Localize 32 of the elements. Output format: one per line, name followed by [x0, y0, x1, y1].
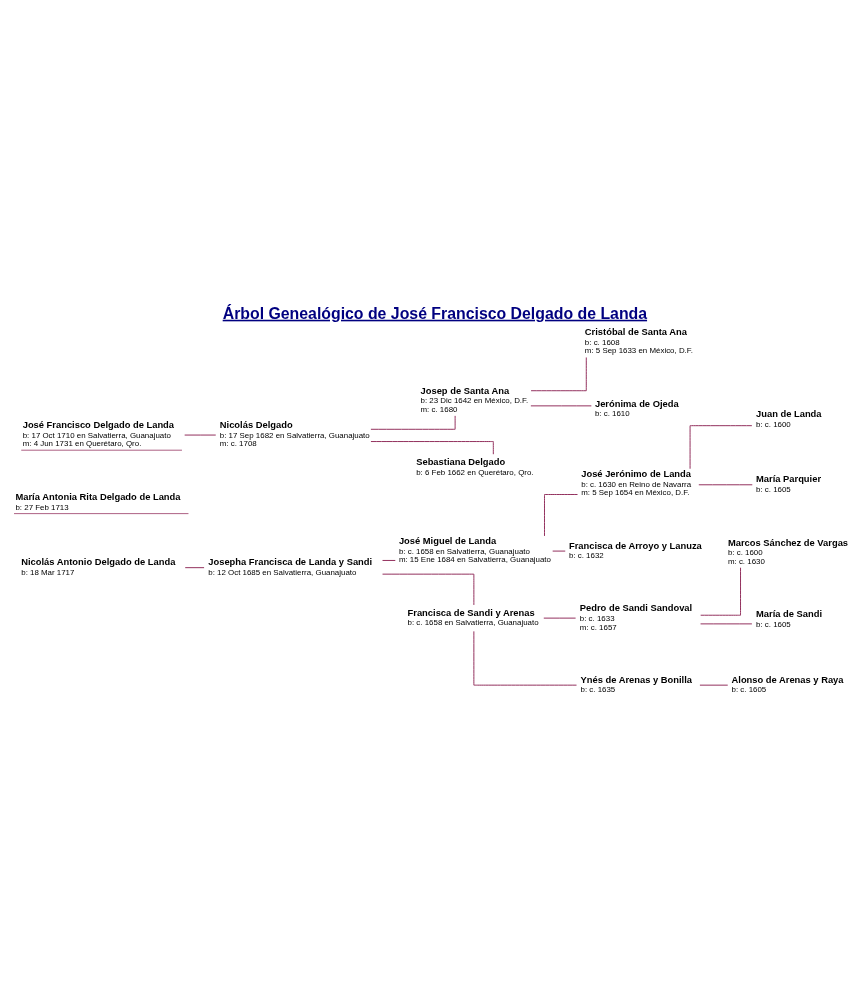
node-text: Nicolás Delgado b: 17 Sep 1682 en Salvatierra, Guanajuato m: c. 1708 — [219, 420, 370, 449]
node-text: José Francisco Delgado de Landa b: 17 Oct 1710 en Salvatierra, Guanajuato m: 4 Jun 1731 en Querétaro, Qro. — [22, 420, 175, 449]
connector — [700, 567, 741, 616]
connector — [382, 573, 475, 606]
node-text: Josepha Francisca de Landa y Sandi b: 12 Oct 1685 en Salvatierra, Guanajuato — [208, 557, 373, 577]
connector — [530, 357, 587, 392]
node-text: Cristóbal de Santa Ana b: c. 1608 m: 5 Sep 1633 en México, D.F. — [584, 327, 693, 356]
node-text: José Miguel de Landa b: c. 1658 en Salvatierra, Guanajuato m: 15 Ene 1684 en Salvatierra, Guanajuato — [398, 536, 551, 565]
connector — [699, 684, 729, 686]
node-text: Alonso de Arenas y Raya b: c. 1605 — [731, 674, 844, 695]
connector — [689, 425, 753, 470]
node-text: Pedro de Sandi Sandoval b: c. 1633 m: c. 1657 — [579, 603, 693, 632]
node-text: Jerónima de Ojeda b: c. 1610 — [594, 398, 679, 419]
node-text: Josep de Santa Ana b: 23 Dic 1642 en México, D.F. m: c. 1680 — [420, 385, 529, 414]
node-text: María de Sandi b: c. 1605 — [756, 608, 823, 629]
connector — [184, 567, 205, 569]
connector — [473, 630, 577, 686]
node-text: Nicolás Antonio Delgado de Landa b: 18 Mar 1717 — [21, 557, 176, 577]
diagram-title: Árbol Genealógico de José Francisco Delgado de Landa — [222, 304, 648, 322]
node-text: Francisca de Arroyo y Lanuza b: c. 1632 — [569, 540, 702, 561]
node-text: Juan de Landa b: c. 1600 — [756, 409, 822, 429]
node-text: Ynés de Arenas y Bonilla b: c. 1635 — [580, 674, 693, 695]
connector — [698, 484, 753, 486]
connector — [544, 494, 578, 537]
node-text: José Jerónimo de Landa b: c. 1630 en Reino de Navarra m: 5 Sep 1654 en México, D.F. — [581, 469, 692, 498]
node-text: Sebastiana Delgado b: 6 Feb 1662 en Querétaro, Qro. — [416, 456, 534, 477]
connector — [382, 560, 396, 561]
node-text: Francisca de Sandi y Arenas b: c. 1658 en Salvatierra, Guanajuato — [407, 607, 539, 628]
node-text: Marcos Sánchez de Vargas b: c. 1600 m: c. 1630 — [727, 537, 849, 566]
connector — [530, 405, 592, 407]
node-text: María Antonia Rita Delgado de Landa b: 27 Feb 1713 — [15, 492, 181, 512]
node-text: María Parquier b: c. 1605 — [756, 474, 822, 494]
